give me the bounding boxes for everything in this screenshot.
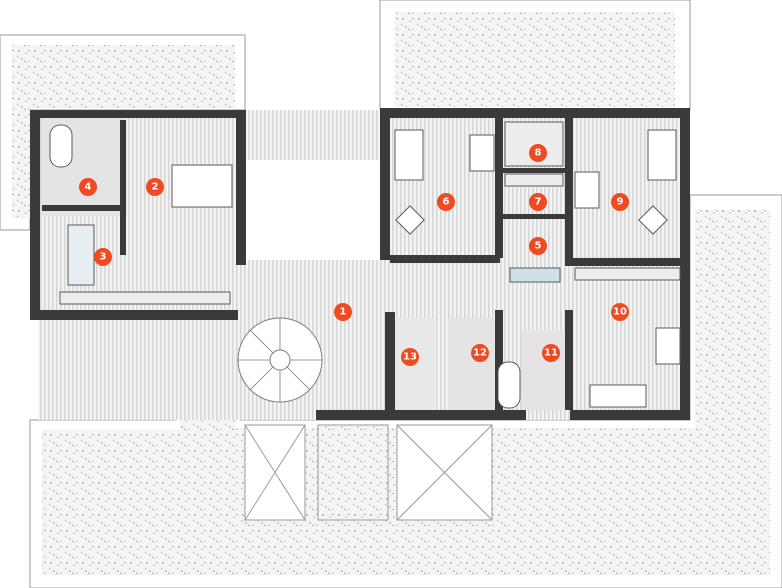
room-label-12-text: 12 <box>473 348 487 359</box>
room-label-5-text: 5 <box>535 241 542 252</box>
wardrobe-room-2 <box>59 291 231 305</box>
room-label-7: 7 <box>529 193 547 211</box>
chair-room-6 <box>395 205 425 235</box>
bed-room-9 <box>647 129 677 181</box>
wet-area-bath-12 <box>448 318 496 410</box>
bed-room-2 <box>171 164 233 208</box>
room-label-13-text: 13 <box>403 352 417 363</box>
terrace-top-left-gravel <box>12 45 235 218</box>
walls <box>30 108 690 420</box>
room-label-1: 1 <box>334 303 352 321</box>
room-label-4: 4 <box>79 178 97 196</box>
wet-area-bath-11 <box>522 330 570 410</box>
room-label-9-text: 9 <box>617 197 624 208</box>
desk-room-6 <box>469 134 495 172</box>
chair-room-9 <box>638 205 668 235</box>
bed-room-10 <box>589 384 647 408</box>
room-label-13: 13 <box>401 348 419 366</box>
room-label-11: 11 <box>542 344 560 362</box>
room-label-10: 10 <box>611 303 629 321</box>
stair-hall <box>245 160 385 260</box>
room-label-3: 3 <box>94 248 112 266</box>
bathtub-bath-12 <box>497 361 521 409</box>
room-label-3-text: 3 <box>100 252 107 263</box>
room-label-2-text: 2 <box>152 182 159 193</box>
room-label-12: 12 <box>471 344 489 362</box>
terrace-top-right-gravel <box>395 12 675 107</box>
glass-panel-5 <box>509 267 561 283</box>
room-label-10-text: 10 <box>613 307 627 318</box>
closet-7 <box>504 173 564 187</box>
room-label-11-text: 11 <box>544 348 558 359</box>
void-middle-gravel <box>317 424 389 521</box>
room-label-6-text: 6 <box>443 197 450 208</box>
wardrobe-room-10 <box>574 267 681 281</box>
desk-room-10 <box>655 327 681 365</box>
room-label-7-text: 7 <box>535 197 542 208</box>
spiral-stair <box>237 317 323 403</box>
room-label-5: 5 <box>529 237 547 255</box>
room-labels: 1 2 3 4 5 6 7 8 9 10 11 12 13 <box>79 144 629 366</box>
shower-3 <box>67 224 95 286</box>
room-label-8-text: 8 <box>535 148 542 159</box>
room-label-1-text: 1 <box>340 307 347 318</box>
fixtures <box>49 121 681 409</box>
room-label-4-text: 4 <box>85 182 92 193</box>
light-wells <box>244 424 493 521</box>
bathtub-bath-4 <box>49 124 73 168</box>
room-label-8: 8 <box>529 144 547 162</box>
terrace-right-gravel <box>42 210 770 575</box>
bed-room-6 <box>394 129 424 181</box>
room-label-9: 9 <box>611 193 629 211</box>
desk-room-9 <box>574 171 600 209</box>
room-label-6: 6 <box>437 193 455 211</box>
room-label-2: 2 <box>146 178 164 196</box>
